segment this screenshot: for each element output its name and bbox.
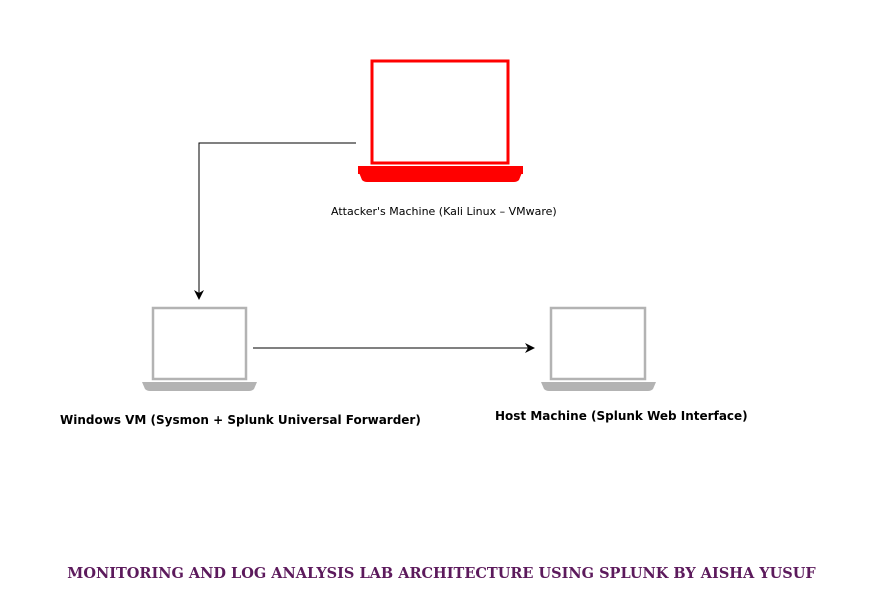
attacker-laptop-icon[interactable] (358, 59, 523, 182)
host-machine-label: Host Machine (Splunk Web Interface) (495, 409, 748, 423)
windows-vm-label: Windows VM (Sysmon + Splunk Universal Fo… (60, 413, 421, 427)
host-laptop-icon[interactable] (541, 306, 656, 391)
diagram-title: MONITORING AND LOG ANALYSIS LAB ARCHITEC… (67, 565, 816, 582)
attacker-machine-label: Attacker's Machine (Kali Linux – VMware) (331, 205, 557, 218)
edge-attacker-to-windows-vm (194, 142, 356, 300)
windows-vm-laptop-icon[interactable] (142, 306, 257, 391)
